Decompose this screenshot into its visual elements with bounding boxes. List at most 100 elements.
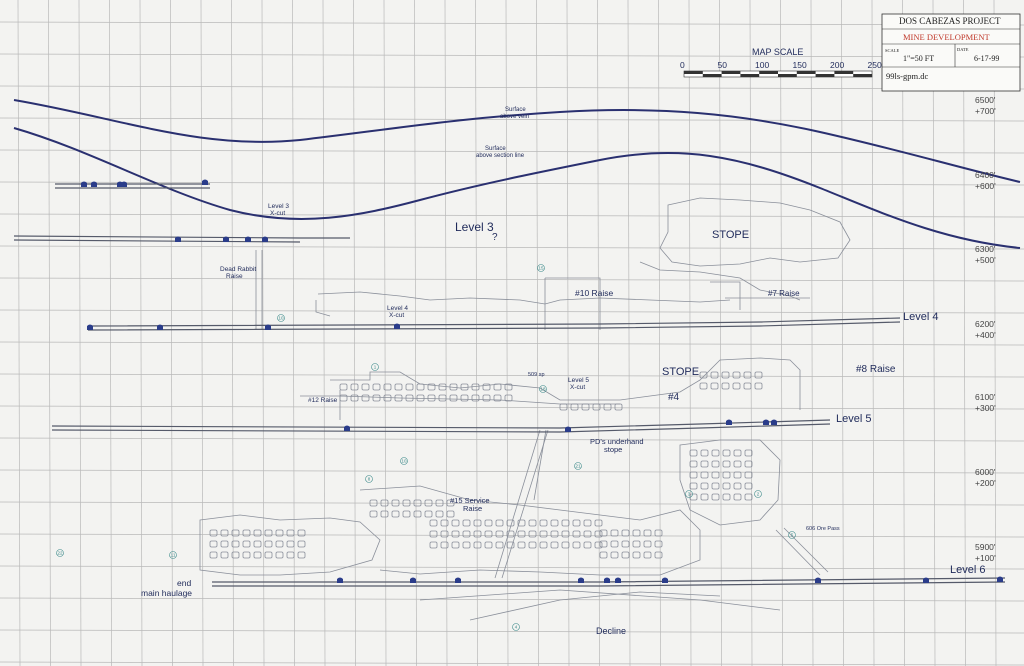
title-project: DOS CABEZAS PROJECT <box>899 16 1001 26</box>
elevation-rel: +700' <box>975 106 996 116</box>
label-raise-10: #10 Raise <box>575 288 614 298</box>
stope-cell <box>699 371 708 379</box>
stope-cell <box>744 460 753 468</box>
grid-line-h <box>0 213 1024 218</box>
station-marker <box>815 577 821 583</box>
label-level5-xcut-2: X-cut <box>570 384 585 391</box>
stope-cell <box>402 499 411 507</box>
stope-cell <box>462 541 471 549</box>
station-marker <box>565 426 571 432</box>
stope-cell <box>710 382 719 390</box>
stope-cell <box>369 510 378 518</box>
stope-cell <box>570 403 579 411</box>
stope-cell <box>711 471 720 479</box>
stope-cell <box>449 394 458 402</box>
station-marker <box>578 577 584 583</box>
stope-cell <box>440 530 449 538</box>
stope-cell <box>699 382 708 390</box>
stope-cell <box>471 394 480 402</box>
stope-cell <box>539 541 548 549</box>
stope-cell <box>484 519 493 527</box>
winze-line <box>533 429 547 501</box>
stope-cell <box>460 394 469 402</box>
grid-line-v <box>688 0 692 666</box>
stope-cell <box>372 394 381 402</box>
stope-cell <box>253 529 262 537</box>
map-scale-segment <box>853 74 872 77</box>
stope-cell <box>350 394 359 402</box>
stope-cell <box>383 394 392 402</box>
map-scale-segment <box>834 71 854 74</box>
stope-cell <box>594 541 603 549</box>
stope-cell <box>517 530 526 538</box>
station-marker <box>394 323 400 329</box>
stope-cell <box>429 541 438 549</box>
map-scale-title: MAP SCALE <box>752 47 803 57</box>
stope-cell <box>242 529 251 537</box>
stope-cell <box>383 383 392 391</box>
stope-cell <box>732 371 741 379</box>
station-marker <box>455 577 461 583</box>
stope-cell <box>231 551 240 559</box>
stope-cell <box>471 383 480 391</box>
grid-line-h <box>0 277 1024 282</box>
title-subtitle: MINE DEVELOPMENT <box>903 32 990 42</box>
stope-cell <box>264 529 273 537</box>
survey-marker-ring <box>365 475 373 483</box>
stope-cell <box>632 551 641 559</box>
stope-cell <box>473 541 482 549</box>
map-scale-segment <box>721 71 741 74</box>
stope-cell <box>722 493 731 501</box>
grid-line-v <box>566 0 570 666</box>
stope-cell <box>561 541 570 549</box>
stope-cell <box>610 540 619 548</box>
label-surface-section-1: Surface <box>485 146 506 152</box>
service-raise-15 <box>494 429 549 579</box>
stope-cell <box>561 519 570 527</box>
stope-cell <box>209 529 218 537</box>
stope-cell <box>416 394 425 402</box>
grid-line-h <box>0 117 1024 122</box>
stope-cell <box>550 519 559 527</box>
level5-drift <box>51 419 831 433</box>
stope-cell <box>700 449 709 457</box>
map-scale-tick: 100 <box>755 60 769 70</box>
stope-cell-pattern <box>209 371 763 559</box>
stope-cell <box>594 519 603 527</box>
label-ore-pass: 606 Ore Pass <box>806 526 840 532</box>
label-raise-12: #12 Raise <box>308 397 338 404</box>
stope-cell <box>361 394 370 402</box>
stope-cell <box>405 394 414 402</box>
stope-cell <box>689 460 698 468</box>
station-marker <box>771 419 777 425</box>
grid-line-v <box>871 0 875 666</box>
dead-rabbit-raise <box>255 250 263 330</box>
grid-line-v <box>597 0 600 666</box>
grid-line-h <box>0 661 1024 666</box>
stope-cell <box>614 403 623 411</box>
survey-marker-ring <box>371 363 379 371</box>
elevation-rel: +400' <box>975 330 996 340</box>
survey-marker-ring <box>400 457 408 465</box>
stope-cell <box>242 540 251 548</box>
map-scale-segment <box>815 74 835 77</box>
stope-cell <box>220 540 229 548</box>
upper-stope-inner <box>639 261 801 301</box>
level5-sublevel <box>300 390 620 420</box>
grid-line-v <box>627 0 631 666</box>
stope-cell <box>264 551 273 559</box>
stope-cell <box>583 541 592 549</box>
stope-cell <box>621 529 630 537</box>
stope-cell <box>722 471 731 479</box>
grid-line-v <box>780 0 783 666</box>
grid-line-v <box>139 0 143 666</box>
stope-cell <box>438 383 447 391</box>
stope-cell <box>286 529 295 537</box>
grid-line-h <box>0 405 1024 410</box>
survey-marker-label: 22 <box>57 551 63 556</box>
stope-cell <box>380 499 389 507</box>
stope-cell <box>621 540 630 548</box>
stope-cell <box>754 382 763 390</box>
grid-line-v <box>17 0 21 666</box>
